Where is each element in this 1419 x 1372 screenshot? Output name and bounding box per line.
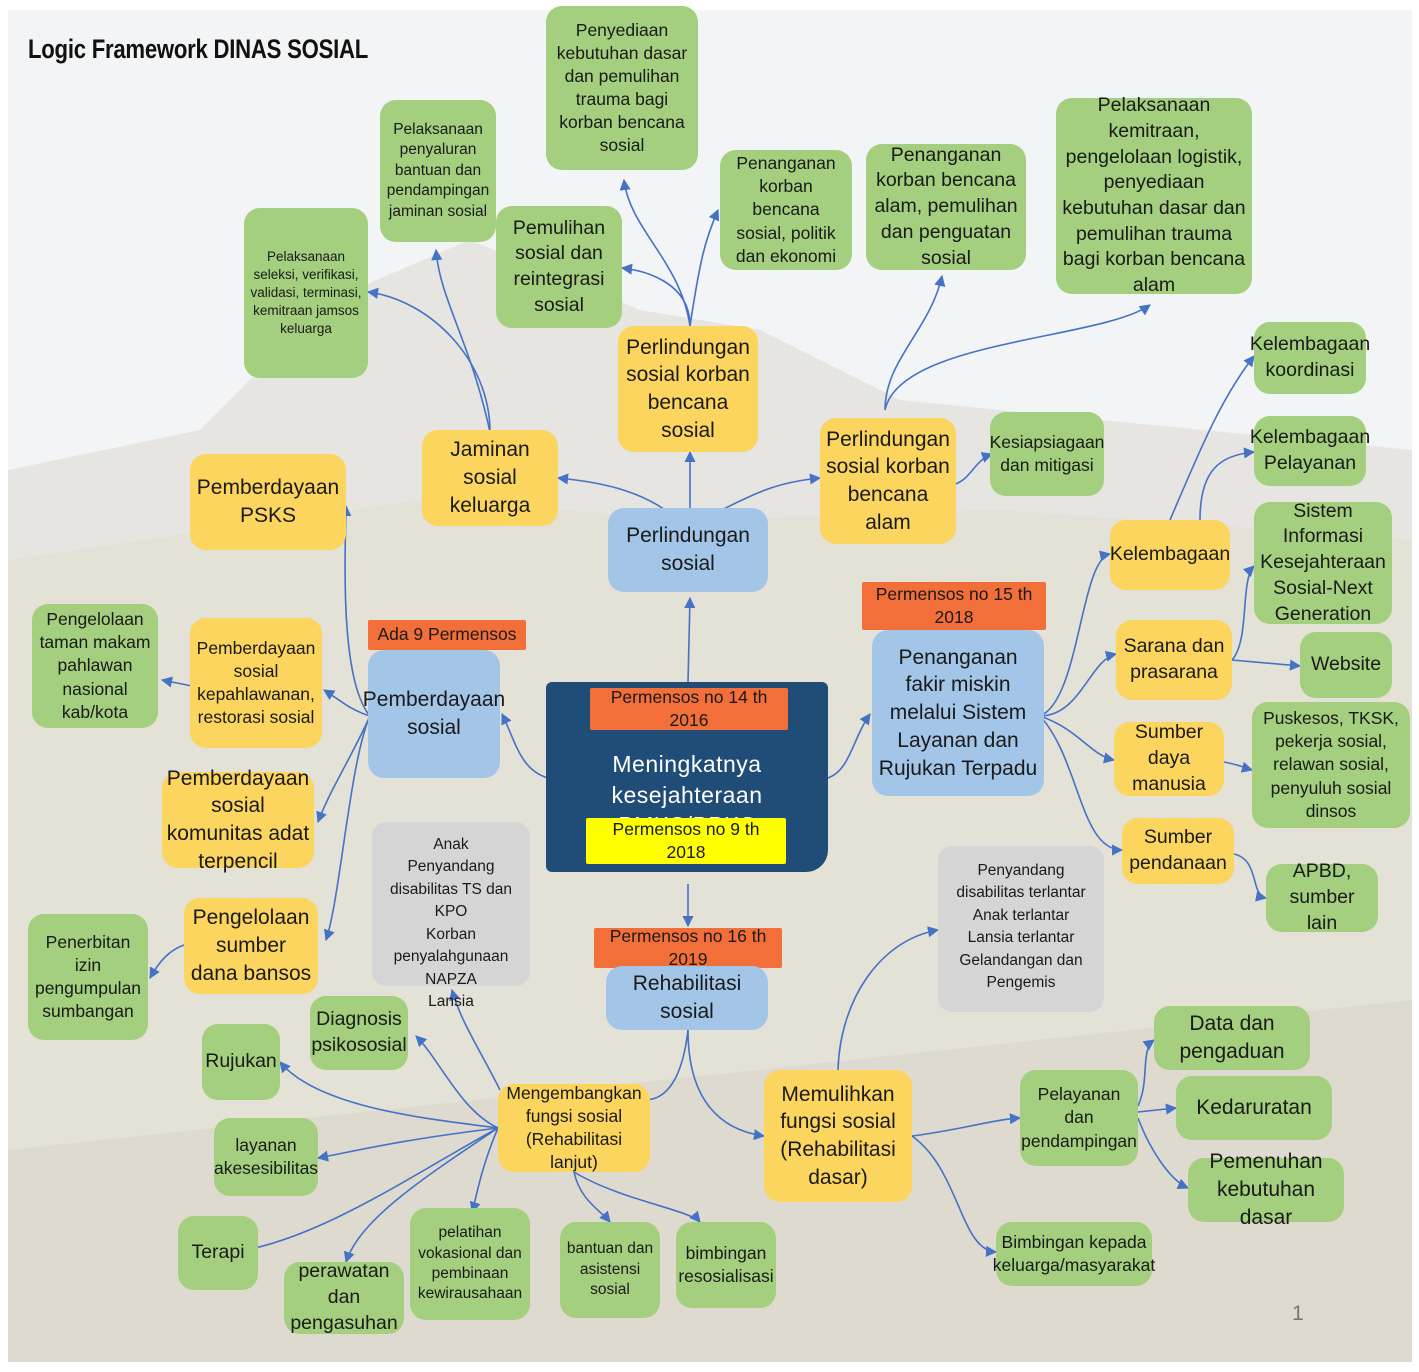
page-title: Logic Framework DINAS SOSIAL: [28, 34, 369, 64]
leaf-kedaruratan: Kedaruratan: [1176, 1076, 1332, 1140]
category-pemberdayaan-psks: Pemberdayaan PSKS: [190, 454, 346, 550]
category-korban-bencana-alam: Perlindungan sosial korban bencana alam: [820, 418, 956, 544]
leaf-apbd-sumber-lain: APBD, sumber lain: [1266, 860, 1378, 934]
leaf-data-pengaduan: Data dan pengaduan: [1154, 1006, 1310, 1070]
leaf-diagnosis-psikososial: Diagnosis psikososial: [310, 996, 408, 1070]
leaf-kesiapsiagaan-mitigasi: Kesiapsiagaan dan mitigasi: [990, 412, 1104, 496]
leaf-penyaluran-bantuan: Pelaksanaan penyaluran bantuan dan penda…: [380, 100, 496, 242]
leaf-izin-pengumpulan-sumbangan: Penerbitan izin pengumpulan sumbangan: [28, 914, 148, 1040]
category-sumber-dana-bansos: Pengelolaan sumber dana bansos: [184, 898, 318, 994]
leaf-layanan-aksesibilitas: layanan akesesibilitas: [214, 1118, 318, 1196]
leaf-bantuan-asistensi: bantuan dan asistensi sosial: [560, 1222, 660, 1318]
center-goal-text: Meningkatnya kesejahteraan PMKS/PPKS: [611, 751, 763, 838]
leaf-kelembagaan-koordinasi: Kelembagaan koordinasi: [1250, 322, 1370, 394]
category-rehabilitasi-lanjut: Mengembangkan fungsi sosial (Rehabilitas…: [498, 1083, 650, 1172]
category-sumber-pendanaan: Sumber pendanaan: [1122, 818, 1234, 884]
leaf-siks-ng: Sistem Informasi Kesejahteraan Sosial-Ne…: [1254, 500, 1392, 625]
hub-rehabilitasi-sosial: Rehabilitasi sosial: [606, 966, 768, 1030]
badge-permensos-14-2016: Permensos no 14 th 2016: [590, 687, 788, 730]
hub-penanganan-fakir-miskin: Penanganan fakir miskin melalui Sistem L…: [872, 630, 1044, 796]
hub-pemberdayaan-sosial: Pemberdayaan sosial: [363, 650, 505, 778]
leaf-pemenuhan-kebutuhan-dasar: Pemenuhan kebutuhan dasar: [1188, 1150, 1344, 1229]
category-sarana-prasarana: Sarana dan prasarana: [1116, 620, 1232, 700]
leaf-bimbingan-resosialisasi: bimbingan resosialisasi: [676, 1222, 776, 1308]
leaf-kebutuhan-dasar-bencana-sosial: Penyediaan kebutuhan dasar dan pemulihan…: [546, 6, 698, 170]
leaf-pelatihan-vokasional: pelatihan vokasional dan pembinaan kewir…: [410, 1208, 530, 1320]
leaf-kelembagaan-pelayanan: Kelembagaan Pelayanan: [1250, 416, 1370, 486]
category-rehabilitasi-dasar: Memulihkan fungsi sosial (Rehabilitasi d…: [764, 1070, 912, 1202]
badge-ada-9-permensos: Ada 9 Permensos: [368, 620, 526, 650]
leaf-pemulihan-reintegrasi: Pemulihan sosial dan reintegrasi sosial: [496, 206, 622, 328]
leaf-website: Website: [1300, 632, 1392, 698]
leaf-kemitraan-logistik: Pelaksanaan kemitraan, pengelolaan logis…: [1056, 94, 1252, 296]
badge-permensos-16-2019: Permensos no 16 th 2019: [594, 926, 782, 969]
leaf-penanganan-bencana-alam: Penanganan korban bencana alam, pemuliha…: [866, 144, 1026, 270]
leaf-seleksi-verifikasi: Pelaksanaan seleksi, verifikasi, validas…: [244, 208, 368, 378]
page-number: 1: [1292, 1302, 1304, 1325]
target-group-rehabilitasi-dasar: Penyandang disabilitas terlantar Anak te…: [938, 846, 1104, 1012]
category-korban-bencana-sosial: Perlindungan sosial korban bencana sosia…: [618, 326, 758, 452]
badge-permensos-9-2018: Permensos no 9 th 2018: [586, 818, 786, 864]
category-komunitas-adat-terpencil: Pemberdayaan sosial komunitas adat terpe…: [162, 767, 314, 873]
category-jaminan-sosial-keluarga: Jaminan sosial keluarga: [422, 430, 558, 526]
leaf-terapi: Terapi: [178, 1216, 258, 1290]
category-kepahlawanan: Pemberdayaan sosial kepahlawanan, restor…: [190, 618, 322, 748]
leaf-taman-makam-pahlawan: Pengelolaan taman makam pahlawan nasiona…: [32, 604, 158, 728]
target-group-rehabilitasi-lanjut: Anak Penyandang disabilitas TS dan KPO K…: [372, 822, 530, 1010]
leaf-puskesos-tksk: Puskesos, TKSK, pekerja sosial, relawan …: [1252, 702, 1410, 828]
leaf-perawatan-pengasuhan: perawatan dan pengasuhan: [284, 1260, 404, 1334]
leaf-rujukan: Rujukan: [202, 1024, 280, 1100]
leaf-penanganan-sosial-politik-ekonomi: Penanganan korban bencana sosial, politi…: [720, 150, 852, 270]
category-sumber-daya-manusia: Sumber daya manusia: [1114, 721, 1224, 796]
leaf-bimbingan-keluarga-masyarakat: Bimbingan kepada keluarga/masyarakat: [993, 1222, 1155, 1286]
hub-perlindungan-sosial: Perlindungan sosial: [608, 508, 768, 592]
category-pelayanan-pendampingan: Pelayanan dan pendampingan: [1020, 1070, 1138, 1166]
category-kelembagaan: Kelembagaan: [1110, 520, 1230, 590]
badge-permensos-15-2018: Permensos no 15 th 2018: [862, 582, 1046, 630]
